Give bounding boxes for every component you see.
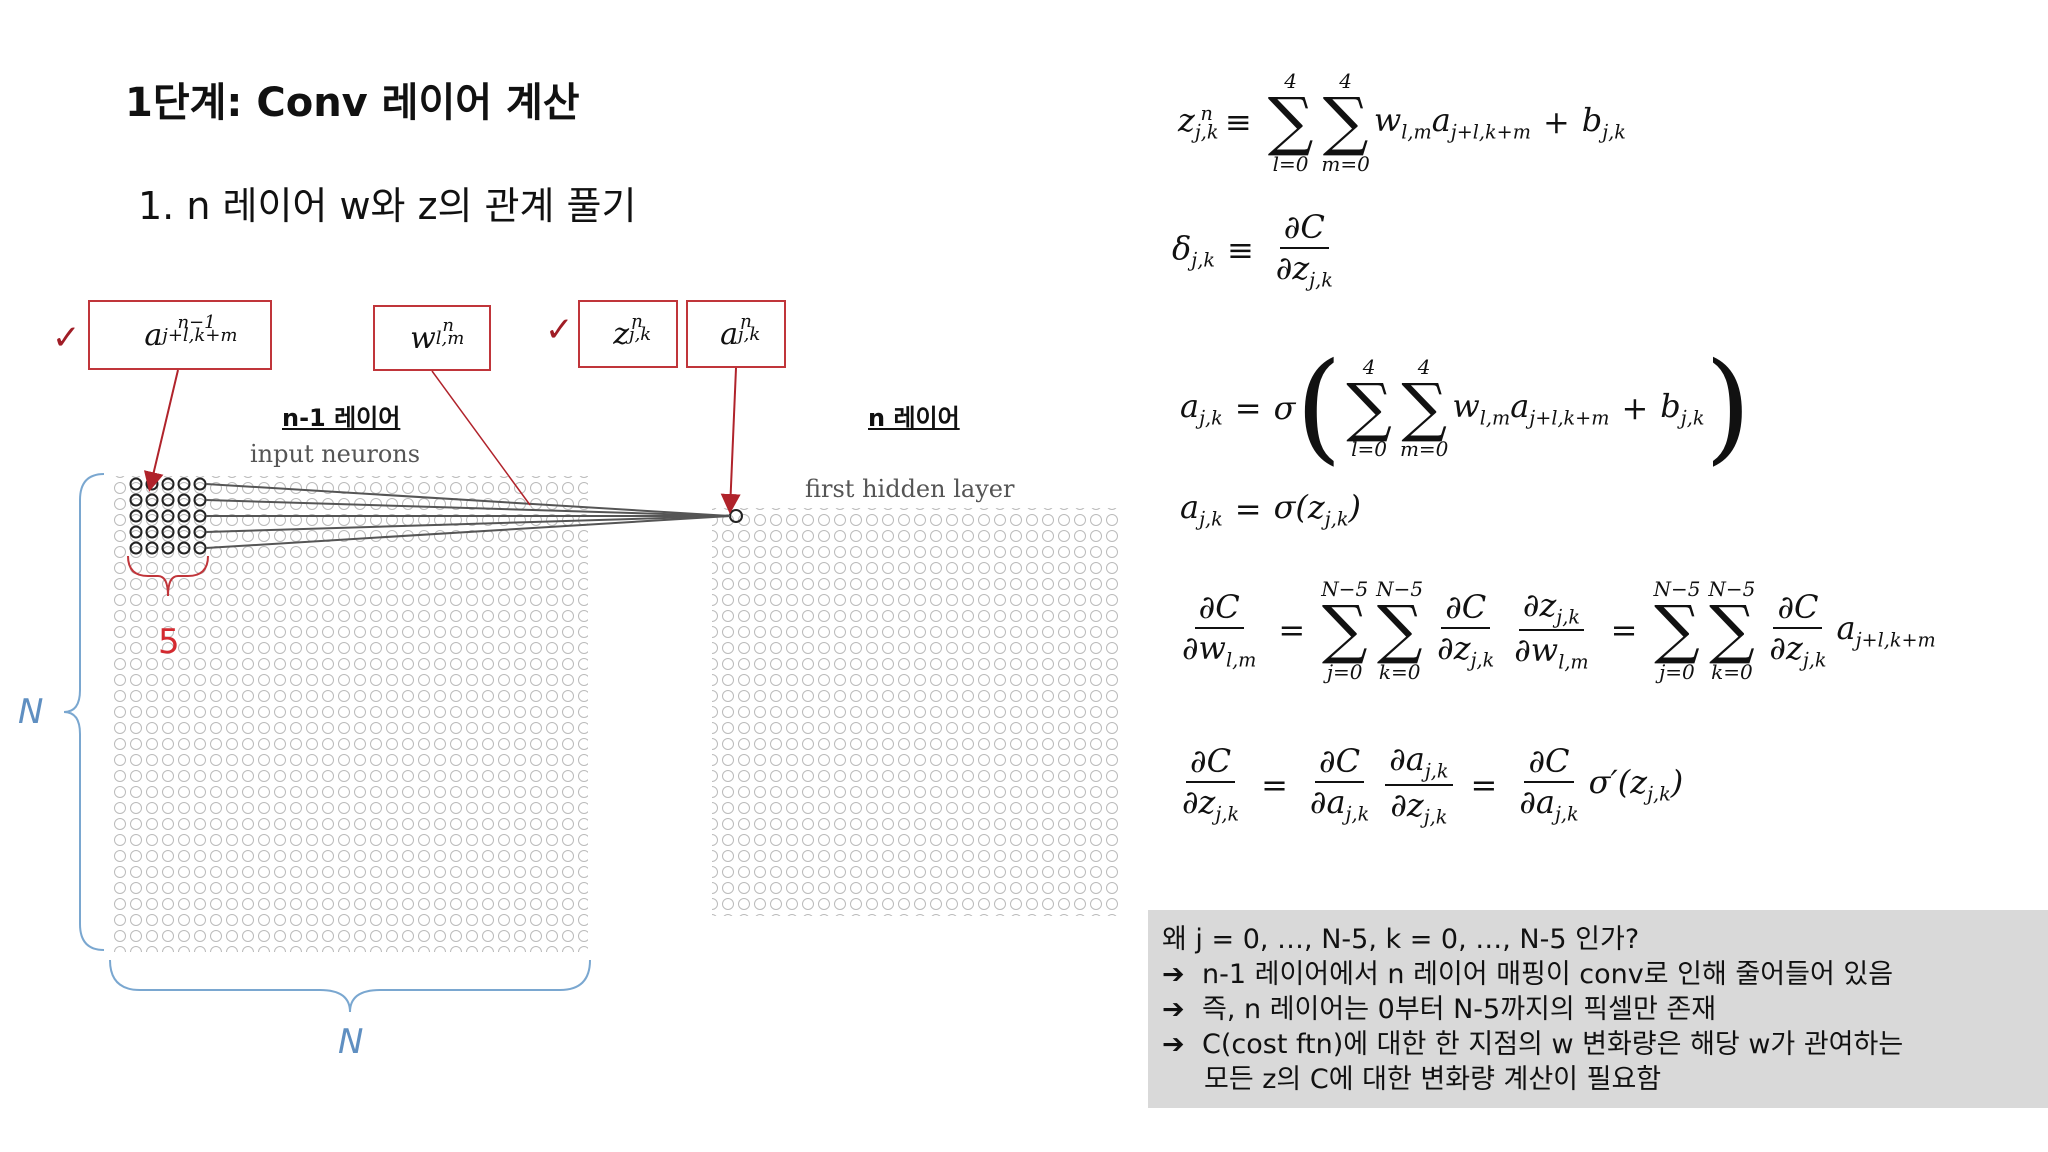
slide-title: 1단계: Conv 레이어 계산: [125, 80, 580, 126]
brace-bottom: [109, 959, 591, 1013]
layer-prev-label: n-1 레이어: [282, 404, 401, 432]
box-w-label: w: [410, 320, 436, 356]
slide-subtitle: 1. n 레이어 w와 z의 관계 풀기: [138, 184, 637, 228]
note-bullet-2-text: 즉, n 레이어는 0부터 N-5까지의 픽셀만 존재: [1202, 994, 1717, 1025]
n-left-label: N: [18, 692, 44, 732]
brace-left: [63, 473, 105, 951]
arrow-right-icon: ➔: [1162, 959, 1185, 990]
note-bullet-3: ➔ C(cost ftn)에 대한 한 지점의 w 변화량은 해당 w가 관여하는: [1162, 1027, 2034, 1062]
note-bullet-3-text: C(cost ftn)에 대한 한 지점의 w 변화량은 해당 w가 관여하는: [1202, 1029, 1904, 1060]
arrow-right-icon: ➔: [1162, 1029, 1185, 1060]
box-a-prev-label: a: [144, 317, 163, 353]
box-a-label: a: [720, 316, 739, 352]
eq-dC-dw: ∂C∂wl,m = N−5∑j=0 N−5∑k=0 ∂C∂zj,k ∂zj,k∂…: [1182, 577, 1936, 684]
hidden-neuron-grid: [712, 508, 1120, 916]
layer-curr-label: n 레이어: [868, 404, 960, 432]
eq-a-short: aj,k=σ(zj,k): [1180, 488, 1361, 531]
note-bullet-3-cont: 모든 z의 C에 대한 변화량 계산이 필요함: [1204, 1064, 1662, 1095]
check-icon: ✓: [545, 310, 574, 350]
n-bottom-label: N: [338, 1022, 364, 1062]
brace-five: [127, 555, 209, 597]
arrow-right-icon: ➔: [1162, 994, 1185, 1025]
note-bullet-1: ➔ n-1 레이어에서 n 레이어 매핑이 conv로 인해 줄어들어 있음: [1162, 957, 2034, 992]
arrow-w: [431, 370, 531, 506]
conv-diagram: [63, 367, 1120, 1013]
connection-lines: [205, 483, 731, 549]
five-label: 5: [158, 622, 180, 662]
box-z-label: z: [613, 316, 629, 352]
first-hidden-caption: first hidden layer: [805, 475, 1015, 503]
arrow-a-prev: [143, 369, 179, 492]
input-neuron-grid: [112, 476, 588, 952]
eq-a-full: aj,k=σ ( 4∑l=0 4∑m=0 wl,maj+l,k+m+bj,k ): [1180, 338, 1752, 477]
note-bullet-1-text: n-1 레이어에서 n 레이어 매핑이 conv로 인해 줄어들어 있음: [1202, 959, 1894, 990]
note-bullet-2: ➔ 즉, n 레이어는 0부터 N-5까지의 픽셀만 존재: [1162, 992, 2034, 1027]
arrow-a: [720, 367, 741, 514]
note-box: 왜 j = 0, …, N-5, k = 0, …, N-5 인가? ➔ n-1 …: [1148, 910, 2048, 1108]
eq-delta-def: δj,k≡ ∂C∂zj,k: [1172, 208, 1333, 292]
input-neurons-caption: input neurons: [250, 440, 421, 468]
eq-z-def: zj,kn≡ 4∑l=0 4∑m=0 wl,maj+l,k+m+bj,k: [1178, 69, 1626, 176]
note-question: 왜 j = 0, …, N-5, k = 0, …, N-5 인가?: [1162, 924, 1640, 955]
check-icon: ✓: [52, 318, 81, 358]
eq-dC-dz: ∂C∂zj,k = ∂C∂aj,k ∂aj,k∂zj,k = ∂C∂aj,k σ…: [1182, 740, 1684, 828]
